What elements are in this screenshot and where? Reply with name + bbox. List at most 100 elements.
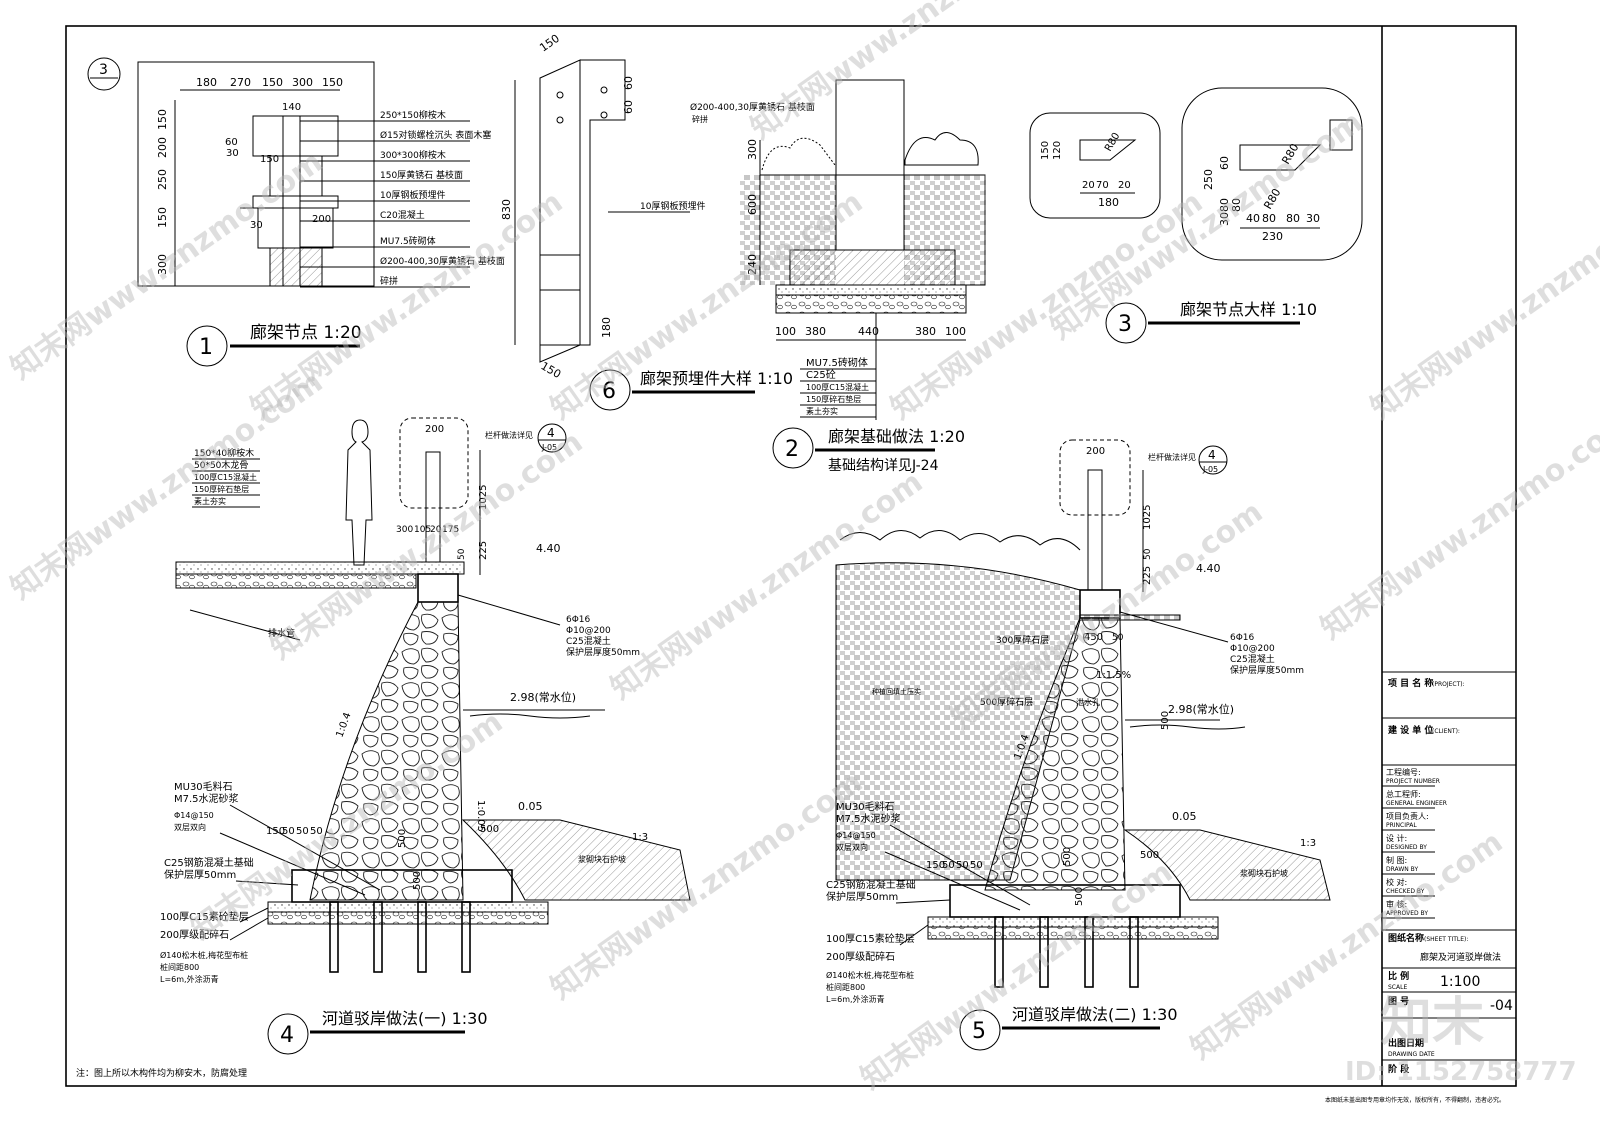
tb-row-label: 校 对: (1386, 877, 1407, 887)
d4-dim: 50 (282, 826, 295, 837)
d5-level-3: 0.05 (1172, 810, 1197, 823)
d5-ref-sheet: J-05 (1202, 465, 1218, 474)
d5-left-label: Φ14@150 (836, 831, 876, 840)
d3-a-dim: 150 (1040, 141, 1051, 160)
d4-left-label: L=6m,外涂沥青 (160, 974, 219, 984)
tb-row-en: GENERAL ENGINEER (1386, 800, 1447, 807)
d6-dim-60a: 60 (622, 76, 635, 90)
d2-dim-bottom: 100 (775, 325, 796, 338)
leader-line (899, 924, 929, 946)
watermark-brand: 知末 (1380, 993, 1484, 1053)
d4-layer: 150厚碎石垫层 (194, 484, 249, 494)
tb-row-label: 总工程师: (1386, 789, 1421, 799)
tb-row-en: CHECKED BY (1386, 888, 1425, 895)
d4-layer: 素土夯实 (194, 496, 226, 506)
tb-row-label: 项目负责人: (1386, 811, 1429, 821)
d4-layer: 100厚C15混凝土 (194, 472, 257, 482)
d5-left-label: 桩间距800 (826, 982, 865, 992)
d1-label: C20混凝土 (380, 209, 425, 221)
d4-dim: 50 (296, 826, 309, 837)
tb-row-label: 审 核: (1386, 899, 1407, 909)
d4-level-3: 0.05 (518, 800, 543, 813)
d4-left-label: 200厚级配碎石 (160, 928, 229, 941)
detail-1-num: 1 (199, 335, 213, 360)
tb-date-label: 出图日期 (1388, 1037, 1424, 1049)
tb-client: 建 设 单 位 (1388, 724, 1433, 736)
d4-left-label: 桩间距800 (160, 962, 199, 972)
tb-row-en: DESIGNED BY (1386, 844, 1427, 851)
d2-dim-bottom: 380 (805, 325, 826, 338)
d5-ref-num: 4 (1208, 448, 1216, 462)
d4-dim-200: 200 (425, 424, 444, 435)
d3-b-dim: 30 (1306, 212, 1320, 225)
d5-soil-label: 300厚碎石层 (996, 634, 1049, 646)
d5-left-label: M7.5水泥砂浆 (836, 812, 901, 825)
d4-ref-sheet: J-05 (541, 443, 557, 452)
d5-rebar-label: 6Φ16 (1230, 633, 1255, 643)
tb-bottom-note: 本图纸未盖出图专用章均作无效，版权所有，不得翻制，违者必究。 (1325, 1096, 1505, 1104)
d4-dim-1025: 1025 (478, 485, 489, 510)
d5-dim-1025: 1025 (1142, 505, 1153, 530)
d1-label: MU7.5砖砌体 (380, 235, 436, 247)
tb-scale: 1:100 (1440, 974, 1480, 990)
d4-left-label: C25钢筋混凝土基础 (164, 856, 254, 869)
d6-label: 10厚钢板预埋件 (640, 200, 705, 212)
detail-1-ref: 3 (99, 62, 108, 78)
d5-left-label: 200厚级配碎石 (826, 950, 895, 963)
tb-phase-label: 阶 段 (1388, 1063, 1410, 1075)
leader-line (229, 917, 269, 941)
detail-2-title: 廊架基础做法 1:20 (828, 427, 965, 446)
d4-dim: 500 (480, 824, 499, 835)
d4-left-label: MU30毛料石 (174, 780, 233, 793)
d5-soil-label: 泄水孔 (1076, 697, 1100, 707)
detail-4-num: 4 (280, 1023, 294, 1048)
d2-dim-left: 240 (746, 254, 759, 275)
tb-row-label: 设 计: (1386, 833, 1407, 843)
d4-rebar-label: Φ10@200 (566, 626, 611, 636)
d5-rail: 栏杆做法详见 (1148, 452, 1196, 462)
general-note: 注：图上所以木构件均为柳安木，防腐处理 (76, 1067, 247, 1079)
d6-dim-150bot: 150 (539, 359, 564, 381)
d2-layer: 素土夯实 (806, 406, 838, 416)
d5-left-label: 保护层厚50mm (826, 890, 898, 903)
d4-left-label: M7.5水泥砂浆 (174, 792, 239, 805)
detail-2-subtitle: 基础结构详见J-24 (828, 457, 939, 474)
d2-dim-left: 300 (746, 139, 759, 160)
d4-pipe: 排水管 (268, 627, 295, 639)
d4-ref-num: 4 (547, 426, 555, 440)
d4-rebar-label: 保护层厚度50mm (566, 646, 640, 658)
d4-left-label: Ø140松木桩,梅花型布桩 (160, 950, 248, 960)
d5-left-label: L=6m,外涂沥青 (826, 994, 885, 1004)
d1-dim-top: 270 (230, 76, 251, 89)
d4-rail: 栏杆做法详见 (485, 430, 533, 440)
d3-b-dim: 80 (1286, 212, 1300, 225)
detail-3-num: 3 (1118, 312, 1132, 337)
detail-3-title: 廊架节点大样 1:10 (1180, 300, 1317, 319)
d4-toe: 浆砌块石护坡 (578, 854, 626, 864)
d1-label: 碎拼 (380, 275, 398, 287)
tb-date-en: DRAWING DATE (1388, 1051, 1435, 1058)
tb-sheet-title: 廊架及河道驳岸做法 (1420, 951, 1501, 963)
tb-sheet-title-en: (SHEET TITLE): (1424, 936, 1468, 943)
tb-row-en: PROJECT NUMBER (1386, 778, 1440, 785)
d4-left-label: 100厚C15素砼垫层 (160, 910, 249, 923)
d4-top-dim: 50 (457, 548, 467, 560)
detail-6-num: 6 (602, 379, 616, 404)
leader-line (1119, 611, 1229, 643)
d5-left-label: 100厚C15素砼垫层 (826, 932, 915, 945)
d3-a-dim: 70 (1096, 180, 1109, 191)
d3-b-dim: 80 (1262, 212, 1276, 225)
d1-dim-top: 150 (322, 76, 343, 89)
d4-layer: 150*40柳桉木 (194, 447, 254, 459)
d5-rebar-label: 保护层厚度50mm (1230, 664, 1304, 676)
d3-b-dim: 250 (1202, 169, 1215, 190)
watermark-id: ID: 1152758777 (1345, 1057, 1577, 1087)
d6-dim-830: 830 (500, 199, 513, 220)
d4-top-dim: 300 (396, 525, 413, 535)
d5-level-1: 4.40 (1196, 562, 1221, 575)
d5-rebar-label: Φ10@200 (1230, 644, 1275, 654)
